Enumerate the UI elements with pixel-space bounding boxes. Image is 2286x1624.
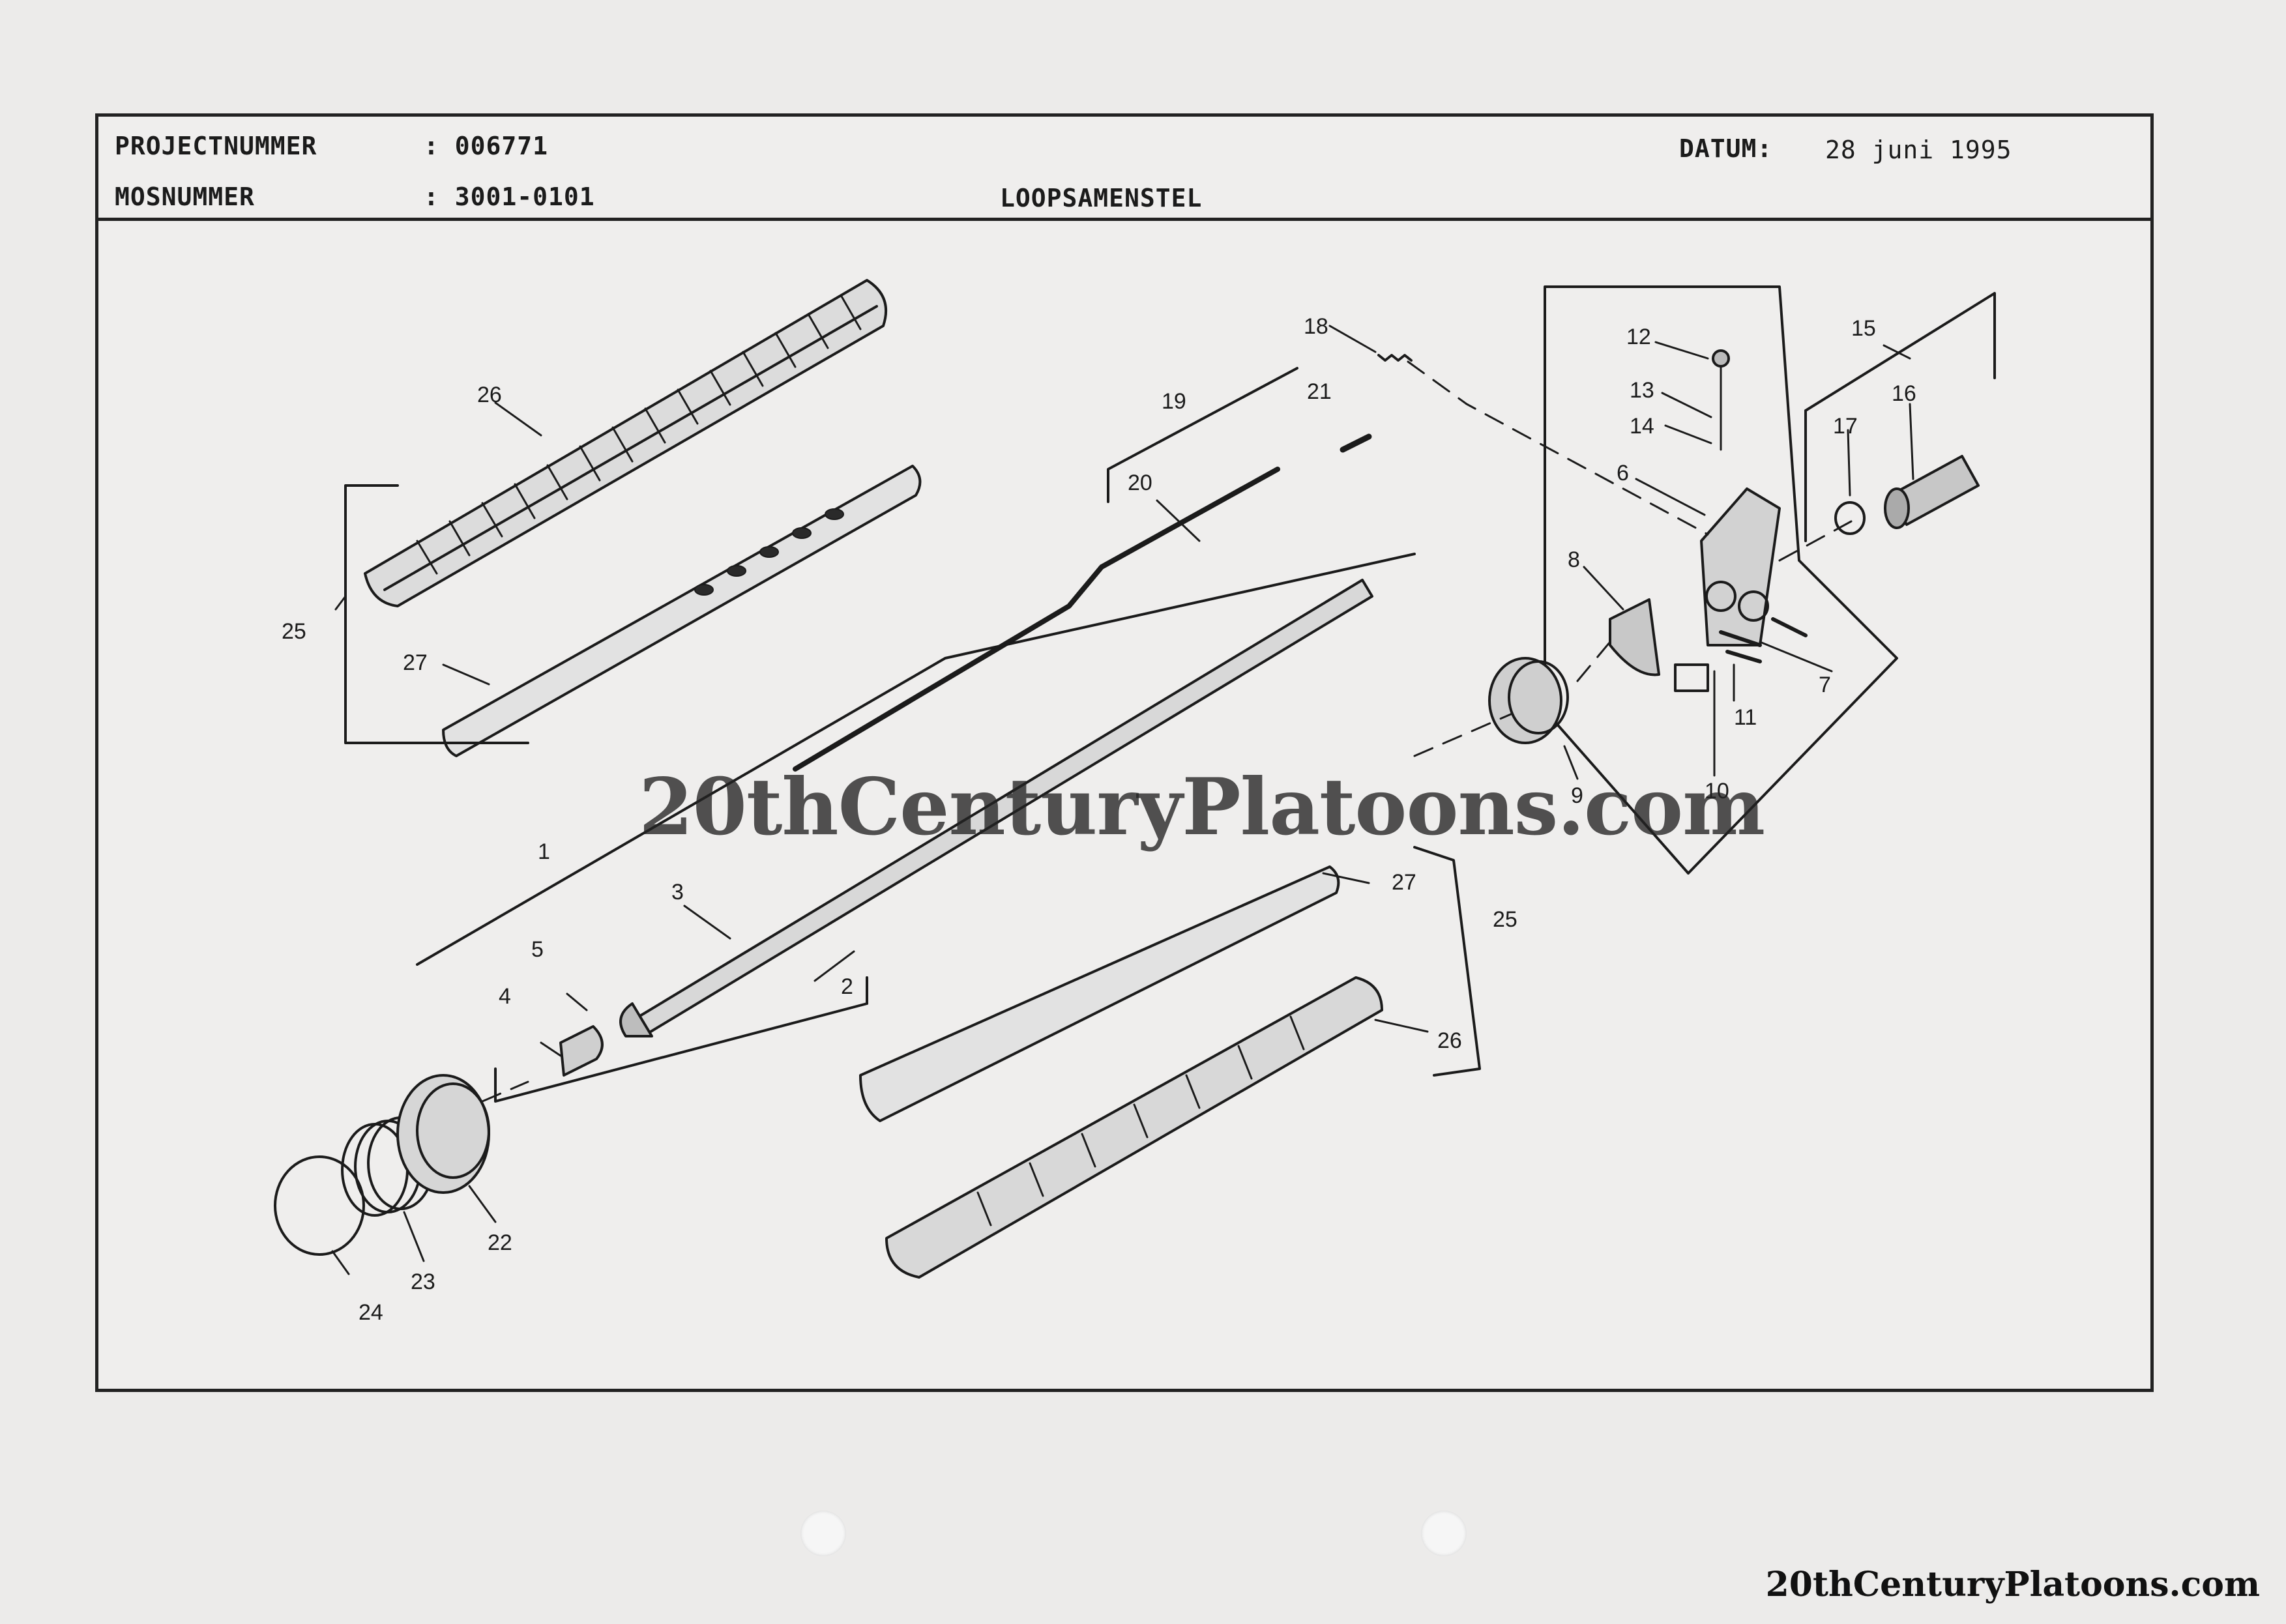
gas-tube-part [793,467,1280,772]
roll-pin-part [1340,433,1372,453]
callout-6: 6 [1617,461,1629,486]
barrel-nut-part [1488,657,1569,744]
callout-17: 17 [1833,414,1858,439]
watermark-center: 20thCenturyPlatoons.com [639,761,1765,853]
assembly-title: LOOPSAMENSTEL [1000,184,1203,212]
flash-hider-part [1884,455,1980,529]
project-number-label: PROJECTNUMMER [115,132,317,160]
lower-heat-shield-part [859,865,1340,1122]
watermark-corner: 20thCenturyPlatoons.com [1765,1565,2260,1604]
callout-18: 18 [1304,314,1328,339]
callout-22: 22 [488,1230,512,1255]
bracket-25-lower [1413,846,1481,1077]
callout-3: 3 [671,880,684,905]
callout-4: 4 [499,984,511,1009]
callout-23: 23 [411,1269,435,1294]
callout-26-upper: 26 [477,383,502,407]
upper-handguard-part [364,279,888,607]
project-number-value: : 006771 [424,132,549,160]
callout-11: 11 [1734,705,1757,730]
callout-labels: 26 25 27 19 20 18 21 1 3 5 4 2 27 25 26 … [282,314,1916,1325]
punch-hole-left [800,1511,846,1556]
crush-washer-part [1834,501,1866,535]
callout-13: 13 [1630,378,1654,403]
callout-24: 24 [359,1300,383,1325]
barrel-part [619,579,1373,1037]
callout-19: 19 [1162,389,1186,414]
callout-25-upper: 25 [282,619,306,644]
callout-7: 7 [1819,673,1831,697]
callout-10: 10 [1705,779,1729,804]
callout-1: 1 [538,839,550,864]
bracket-19 [1107,367,1298,503]
mos-number-label: MOSNUMMER [115,182,255,211]
mos-number-value: : 3001-0101 [424,182,595,211]
callout-5: 5 [531,937,544,962]
callout-15: 15 [1851,316,1876,341]
snap-ring-part [274,1155,365,1256]
front-sight-base-part [1700,487,1781,646]
slip-ring-part [396,1074,490,1194]
bracket-15 [1804,292,1996,542]
bracket-2 [494,976,868,1103]
lower-handguard-part [885,976,1383,1279]
callout-8: 8 [1568,547,1580,572]
punch-hole-right [1421,1511,1467,1556]
upper-heat-shield-part [442,465,922,757]
spring-part [1377,354,1413,362]
assembly-dashed-lines [481,360,1853,1103]
callout-14: 14 [1630,414,1654,439]
callout-27-lower: 27 [1392,870,1416,895]
callout-2: 2 [841,974,853,999]
sight-post-head [1712,349,1730,368]
bracket-1 [416,553,1416,966]
callout-21: 21 [1307,379,1332,404]
header-divider [95,218,2154,221]
date-value: 28 juni 1995 [1825,136,2012,164]
callout-12: 12 [1626,325,1651,349]
barrel-extension-part [559,1025,604,1077]
leader-lines [331,325,1914,1275]
callout-9: 9 [1571,783,1583,808]
callout-26-lower: 26 [1437,1028,1462,1053]
date-label: DATUM: [1679,134,1773,163]
callout-16: 16 [1892,381,1916,406]
callout-25-lower: 25 [1493,907,1517,932]
delta-ring-part [1609,598,1660,676]
taper-pins-part [1719,617,1808,663]
sling-swivel-part [1674,663,1709,692]
callout-27-upper: 27 [403,650,428,675]
bracket-25-upper [344,484,529,744]
callout-20: 20 [1128,471,1152,495]
